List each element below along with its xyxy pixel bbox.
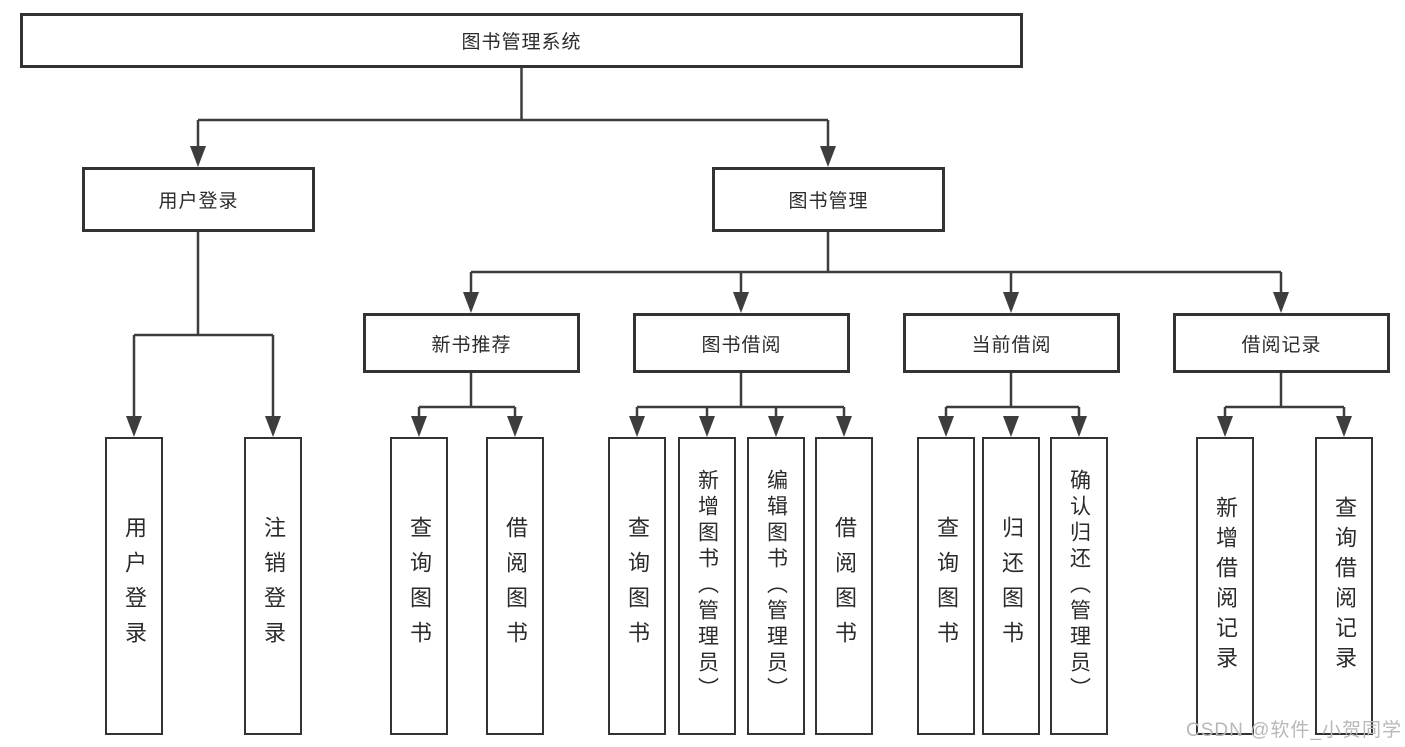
leaf-query-books-borrow: 查询图书 (608, 437, 666, 735)
csdn-watermark: CSDN @软件_小贺同学 (1186, 720, 1402, 741)
node-user-login: 用户登录 (82, 167, 315, 232)
leaf-borrow-books-borrow: 借阅图书 (815, 437, 873, 735)
node-borrowing-records: 借阅记录 (1173, 313, 1390, 373)
node-label: 图书管理 (788, 191, 869, 212)
leaf-label: 新增图书（管理员） (695, 469, 719, 703)
leaf-user-login: 用户登录 (105, 437, 163, 735)
node-label: 借阅记录 (1241, 334, 1322, 356)
leaf-borrow-books-recommend: 借阅图书 (486, 437, 544, 735)
leaf-query-books-recommend: 查询图书 (390, 437, 448, 735)
leaf-add-borrow-record: 新增借阅记录 (1196, 437, 1254, 735)
node-label: 图书管理系统 (461, 32, 582, 53)
leaf-label: 编辑图书（管理员） (764, 469, 788, 703)
leaf-query-books-current: 查询图书 (917, 437, 975, 735)
node-book-management: 图书管理 (712, 167, 945, 232)
leaf-label: 借阅图书 (832, 516, 857, 656)
leaf-label: 新增借阅记录 (1213, 496, 1238, 676)
leaf-label: 确认归还（管理员） (1067, 469, 1091, 703)
node-library-management-system: 图书管理系统 (20, 13, 1023, 68)
leaf-label: 查询图书 (934, 516, 959, 656)
leaf-add-books-admin: 新增图书（管理员） (678, 437, 736, 735)
node-book-borrowing: 图书借阅 (633, 313, 850, 373)
node-label: 图书借阅 (701, 334, 782, 356)
node-new-book-recommendation: 新书推荐 (363, 313, 580, 373)
leaf-return-books: 归还图书 (982, 437, 1040, 735)
leaf-label: 借阅图书 (503, 516, 528, 656)
leaf-label: 归还图书 (999, 516, 1024, 656)
leaf-label: 用户登录 (122, 516, 147, 656)
node-label: 当前借阅 (971, 334, 1052, 356)
node-label: 用户登录 (158, 191, 239, 212)
leaf-label: 查询图书 (625, 516, 650, 656)
leaf-edit-books-admin: 编辑图书（管理员） (747, 437, 805, 735)
leaf-confirm-return-admin: 确认归还（管理员） (1050, 437, 1108, 735)
leaf-label: 注销登录 (261, 516, 286, 656)
leaf-label: 查询图书 (407, 516, 432, 656)
leaf-query-borrow-record: 查询借阅记录 (1315, 437, 1373, 735)
leaf-logout: 注销登录 (244, 437, 302, 735)
leaf-label: 查询借阅记录 (1332, 496, 1357, 676)
node-label: 新书推荐 (431, 334, 512, 356)
node-current-borrowing: 当前借阅 (903, 313, 1120, 373)
